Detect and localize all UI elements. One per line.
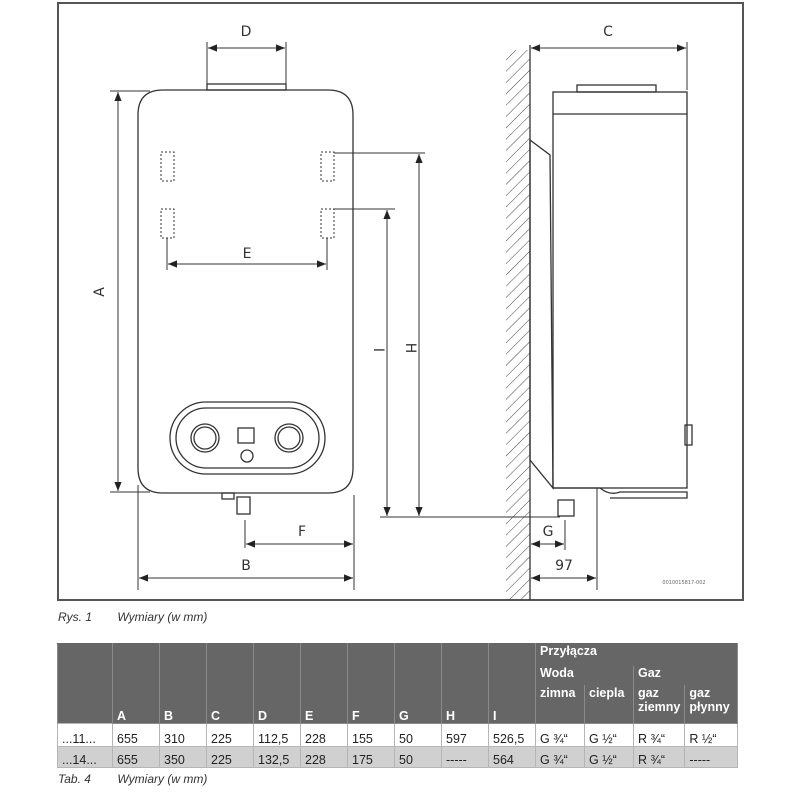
front-view — [137, 83, 354, 515]
cell-liquid-gas: R ½“ — [684, 723, 739, 747]
header-a: A — [112, 643, 160, 724]
table-row: ...11... 655 310 225 112,5 228 155 50 59… — [57, 723, 739, 747]
left-knob — [190, 423, 220, 453]
cell-hot-water: G ½“ — [584, 746, 634, 768]
display-window — [237, 427, 255, 444]
table-caption-text: Wymiary (w mm) — [117, 772, 208, 786]
wall-hatch — [506, 50, 530, 600]
header-h: H — [441, 643, 489, 724]
heater-body-outline — [137, 89, 354, 494]
cell-natural-gas: R ¾“ — [632, 746, 686, 768]
power-button — [240, 449, 254, 463]
cell-e: 228 — [300, 723, 348, 747]
cell-i: 526,5 — [488, 723, 536, 747]
figure-caption: Rys. 1 Wymiary (w mm) — [58, 610, 207, 624]
cell-a: 655 — [112, 723, 160, 747]
label-a: A — [92, 287, 108, 297]
header-i: I — [488, 643, 536, 724]
header-liquid-gas-line1: gaz — [689, 686, 711, 700]
drawing-code: 0010015817-002 — [662, 580, 705, 586]
table-row: ...14... 655 350 225 132,5 228 175 50 --… — [57, 746, 739, 768]
cell-natural-gas: R ¾“ — [632, 723, 686, 747]
label-i: I — [370, 348, 386, 352]
header-e: E — [300, 643, 348, 724]
label-e: E — [243, 246, 252, 262]
header-b: B — [159, 643, 207, 724]
cell-f: 155 — [347, 723, 395, 747]
cell-i: 564 — [488, 746, 536, 768]
cell-e: 228 — [300, 746, 348, 768]
header-gas: Gaz — [632, 665, 739, 686]
label-h: H — [402, 343, 418, 354]
cell-d: 112,5 — [253, 723, 301, 747]
table-caption: Tab. 4 Wymiary (w mm) — [58, 772, 207, 786]
dimension-drawing: D C E A I H F B G 97 0010015817-002 — [92, 24, 706, 600]
label-g: G — [543, 524, 554, 540]
cell-hot-water: G ½“ — [584, 723, 634, 747]
control-panel — [169, 401, 326, 475]
header-liquid-gas: gaz płynny — [684, 685, 739, 724]
right-knob — [274, 423, 304, 453]
header-d: D — [253, 643, 301, 724]
header-model — [57, 643, 113, 724]
cell-h: 597 — [441, 723, 489, 747]
table-caption-number: Tab. 4 — [58, 772, 91, 786]
header-water: Woda — [535, 665, 634, 686]
header-cold-water: zimna — [535, 685, 585, 724]
flue-collar — [206, 83, 287, 91]
cell-b: 350 — [159, 746, 207, 768]
cell-model: ...11... — [57, 723, 113, 747]
header-g: G — [394, 643, 442, 724]
header-natural-gas-line2: ziemny — [638, 700, 681, 714]
cell-c: 225 — [206, 746, 254, 768]
header-natural-gas-line1: gaz — [638, 686, 659, 700]
cell-cold-water: G ¾“ — [535, 723, 585, 747]
mounting-holes — [160, 151, 335, 239]
figure-caption-text: Wymiary (w mm) — [117, 610, 208, 624]
figure-caption-number: Rys. 1 — [58, 610, 93, 624]
bottom-connectors — [221, 492, 251, 515]
header-connections: Przyłącza — [534, 643, 739, 666]
side-view — [506, 45, 693, 600]
header-natural-gas: gaz ziemny — [632, 685, 686, 724]
cell-b: 310 — [159, 723, 207, 747]
header-f: F — [347, 643, 395, 724]
cell-f: 175 — [347, 746, 395, 768]
header-hot-water: ciepla — [584, 685, 634, 724]
dimension-lines-side — [531, 42, 688, 590]
cell-g: 50 — [394, 746, 442, 768]
cell-model: ...14... — [57, 746, 113, 768]
dimensions-table: A B C D E F G H I Przyłącza Woda Gaz zim… — [57, 643, 739, 768]
cell-cold-water: G ¾“ — [535, 746, 585, 768]
label-b: B — [241, 558, 251, 574]
label-f: F — [298, 524, 306, 540]
label-d: D — [241, 24, 252, 40]
label-c: C — [603, 24, 613, 40]
cell-h: ----- — [441, 746, 489, 768]
label-97: 97 — [555, 558, 573, 574]
figure-frame — [57, 2, 744, 601]
side-body — [552, 91, 688, 489]
cell-a: 655 — [112, 746, 160, 768]
header-c: C — [206, 643, 254, 724]
cell-g: 50 — [394, 723, 442, 747]
dimension-lines-front — [110, 42, 560, 590]
cell-d: 132,5 — [253, 746, 301, 768]
side-bottom-fittings — [553, 487, 688, 499]
header-liquid-gas-line2: płynny — [689, 700, 730, 714]
cell-liquid-gas: ----- — [684, 746, 739, 768]
cell-c: 225 — [206, 723, 254, 747]
